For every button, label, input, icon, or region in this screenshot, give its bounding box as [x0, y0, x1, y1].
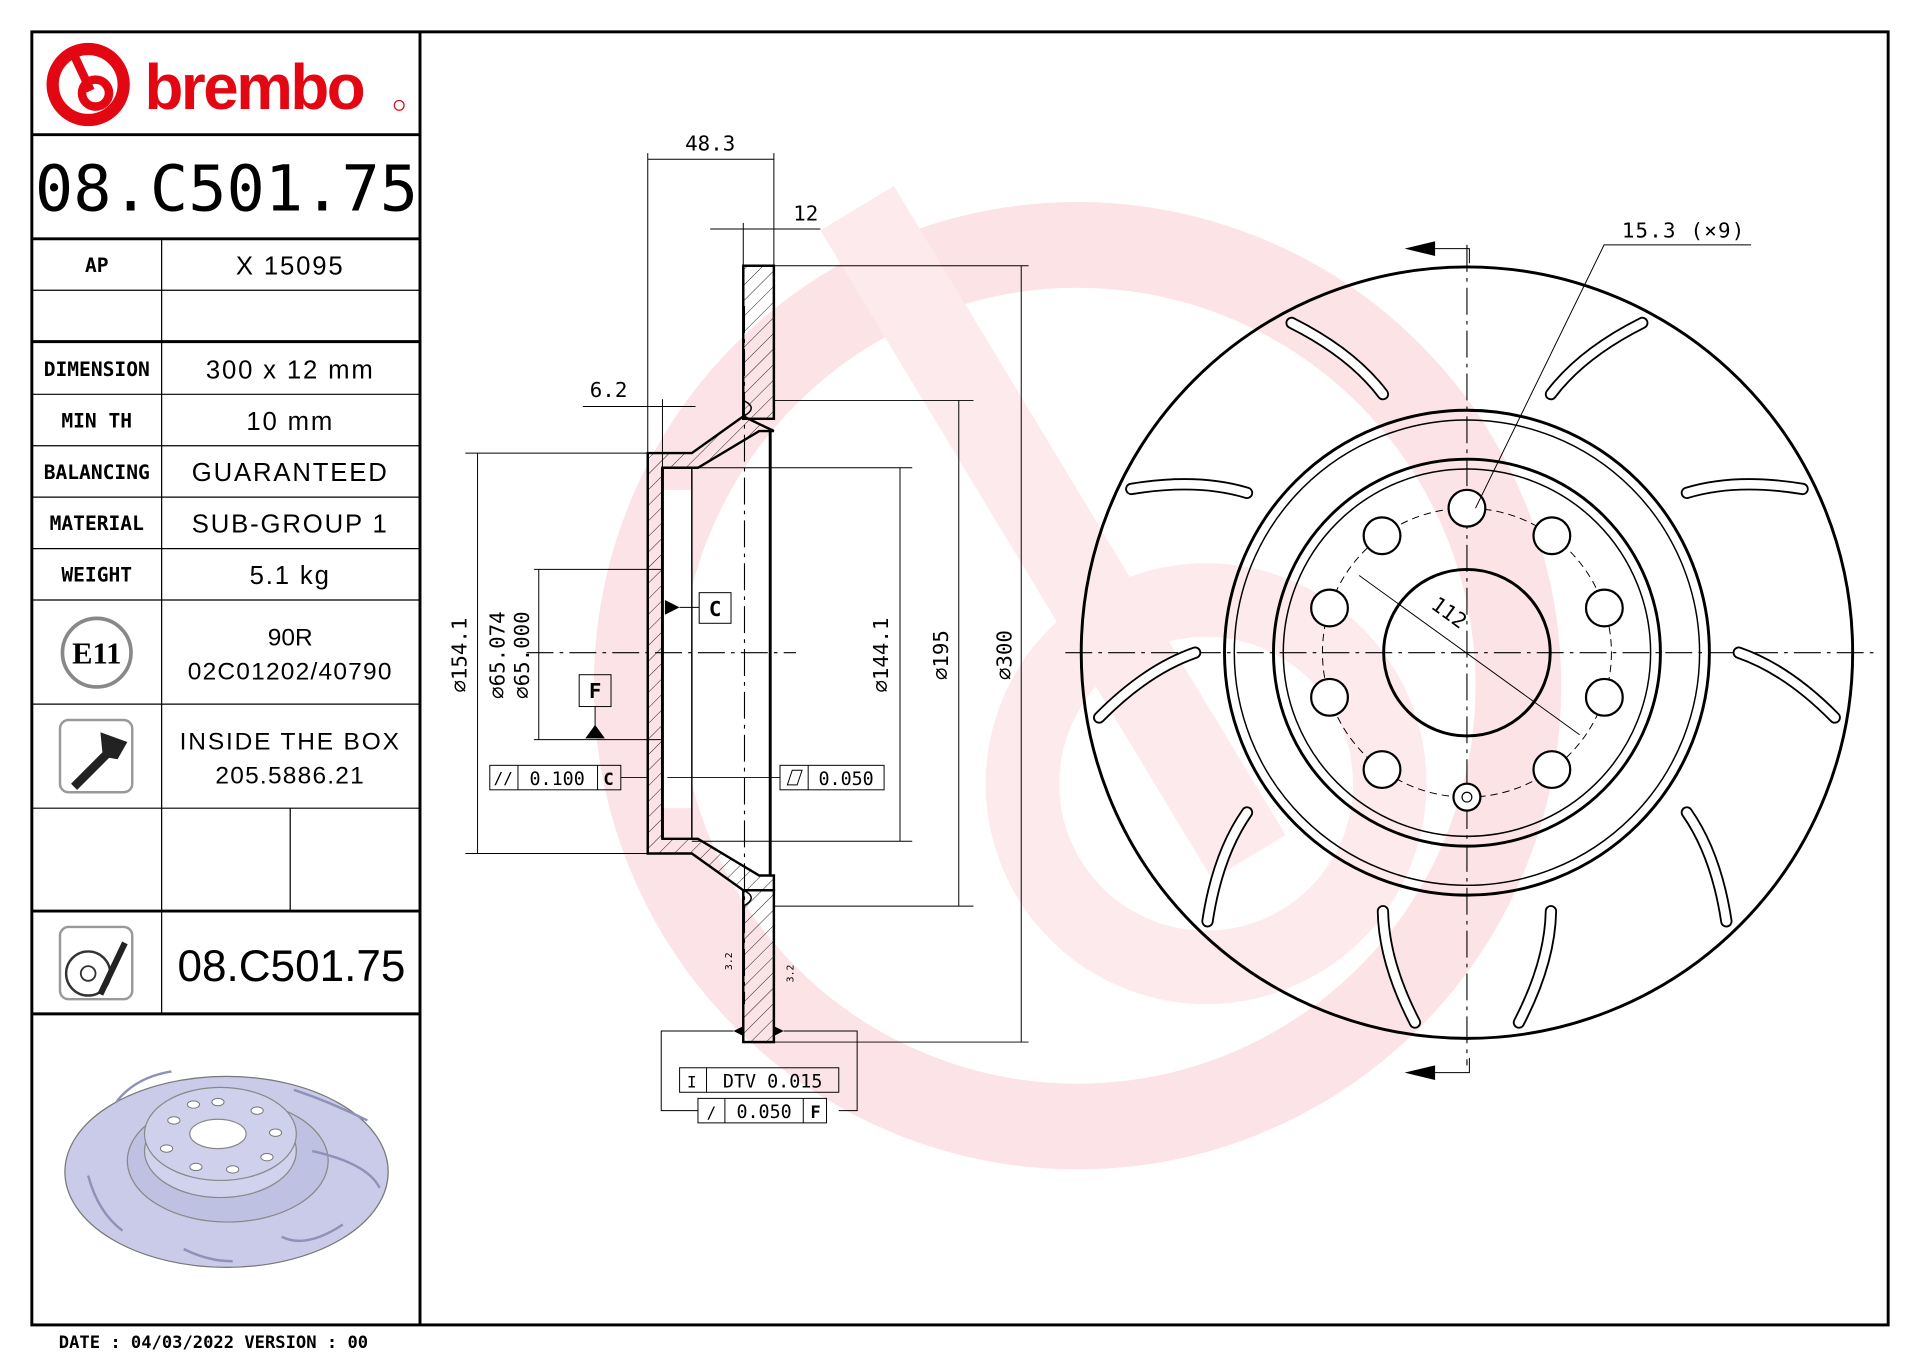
parallelism-frame: // 0.100 C: [489, 764, 648, 791]
bolt-hole: [1532, 750, 1572, 790]
e11-homologation-icon: E11: [60, 616, 133, 689]
datum-f: F: [589, 679, 602, 703]
part-number: 08.C501.75: [35, 153, 418, 227]
homologation-line1: 90R: [268, 624, 313, 651]
svg-text:/: /: [707, 1103, 717, 1122]
disc-slot: [1512, 905, 1558, 1029]
disc-slot: [1285, 316, 1390, 401]
flatness-frame: 0.050: [667, 764, 885, 791]
spec-value-weight: 5.1 kg: [250, 562, 331, 590]
bolt-hole: [1447, 488, 1487, 528]
disc-slot: [1732, 646, 1841, 724]
date-version-footer: DATE : 04/03/2022 VERSION : 00: [59, 1333, 368, 1353]
disc-slot: [1093, 646, 1202, 724]
bolt-hole: [1532, 516, 1572, 556]
dim-bore-max: ⌀65.074: [485, 611, 509, 699]
spec-value-min-th: 10 mm: [246, 408, 334, 436]
bolt-hole: [1362, 750, 1402, 790]
svg-text:C: C: [603, 770, 613, 790]
svg-text:E11: E11: [72, 637, 121, 671]
dim-friction-inner-diameter: ⌀195: [929, 630, 953, 680]
bolt-hole: [1310, 677, 1349, 717]
inside-box-label: INSIDE THE BOX: [180, 728, 401, 755]
locating-hole: [1452, 782, 1482, 812]
dim-hat-inner-diameter: ⌀144.1: [869, 618, 893, 693]
disc-slot: [1680, 806, 1733, 928]
roughness-2: 3.2: [785, 965, 796, 983]
locating-hole-center: [1461, 791, 1473, 803]
disc-render-image: [64, 1070, 389, 1268]
svg-text:DTV 0.015: DTV 0.015: [723, 1071, 822, 1092]
homologation-number: 02C01202/40790: [188, 659, 393, 686]
roughness-1: 3.2: [724, 952, 735, 970]
runout-frame: / 0.050 F: [697, 1097, 828, 1124]
spec-label-balancing: BALANCING: [44, 461, 150, 484]
sheet-border: [30, 30, 1890, 1327]
datum-c: C: [709, 597, 722, 621]
section-view: [526, 264, 796, 1044]
dim-bore-min: ⌀65.000: [510, 611, 534, 699]
svg-text:0.050: 0.050: [736, 1102, 791, 1123]
dim-outer-diameter: ⌀300: [992, 630, 1016, 680]
spec-label-dimension: DIMENSION: [44, 358, 150, 381]
bolt-hole: [1310, 588, 1349, 628]
title-block-grid: [31, 133, 420, 1016]
disc-slot: [1125, 478, 1254, 500]
brand-wordmark: brembo: [144, 52, 363, 123]
brembo-logo: brembo: [46, 42, 405, 127]
spec-value-material: SUB-GROUP 1: [192, 511, 389, 539]
dim-bolt-holes: 15.3 (×9): [1622, 219, 1746, 243]
section-dimensions: 48.3 12 6.2 ⌀300 ⌀195 ⌀144.1 ⌀154.1 ⌀65.…: [448, 132, 1029, 1124]
disc-slot: [1680, 478, 1809, 500]
bolt-hole: [1584, 588, 1624, 628]
spec-label-min-th: MIN TH: [61, 409, 132, 432]
dim-thickness: 12: [793, 201, 818, 225]
spec-label-weight: WEIGHT: [61, 564, 132, 587]
disc-slot: [1201, 806, 1254, 928]
svg-text://: //: [494, 769, 513, 788]
dim-overall-height: 48.3: [685, 132, 735, 156]
svg-text:0.050: 0.050: [818, 769, 873, 790]
dim-hat-wall: 6.2: [590, 378, 628, 402]
svg-text:F: F: [810, 1103, 820, 1123]
bolt-hole: [1584, 677, 1624, 717]
spec-value-dimension: 300 x 12 mm: [206, 356, 375, 384]
svg-text:0.100: 0.100: [530, 769, 585, 790]
brembo-watermark: [593, 186, 1562, 1170]
svg-text:I: I: [687, 1072, 697, 1091]
disc-slot: [1376, 905, 1422, 1029]
disc-wrench-icon: [58, 925, 134, 1001]
bolt-hole: [1362, 516, 1402, 556]
spec-label-material: MATERIAL: [50, 512, 144, 535]
spec-value-ap: X 15095: [236, 252, 345, 280]
spec-label-ap: AP: [85, 254, 109, 277]
disc-slot: [1544, 316, 1649, 401]
dtv-frame: I DTV 0.015: [679, 1067, 840, 1093]
product-code: 08.C501.75: [177, 942, 405, 991]
dim-pcd: 112: [1427, 592, 1471, 633]
dim-hat-outer-diameter: ⌀154.1: [448, 618, 472, 693]
spec-value-balancing: GUARANTEED: [192, 459, 389, 487]
inside-box-code: 205.5886.21: [215, 763, 365, 790]
screw-icon: [58, 718, 134, 794]
